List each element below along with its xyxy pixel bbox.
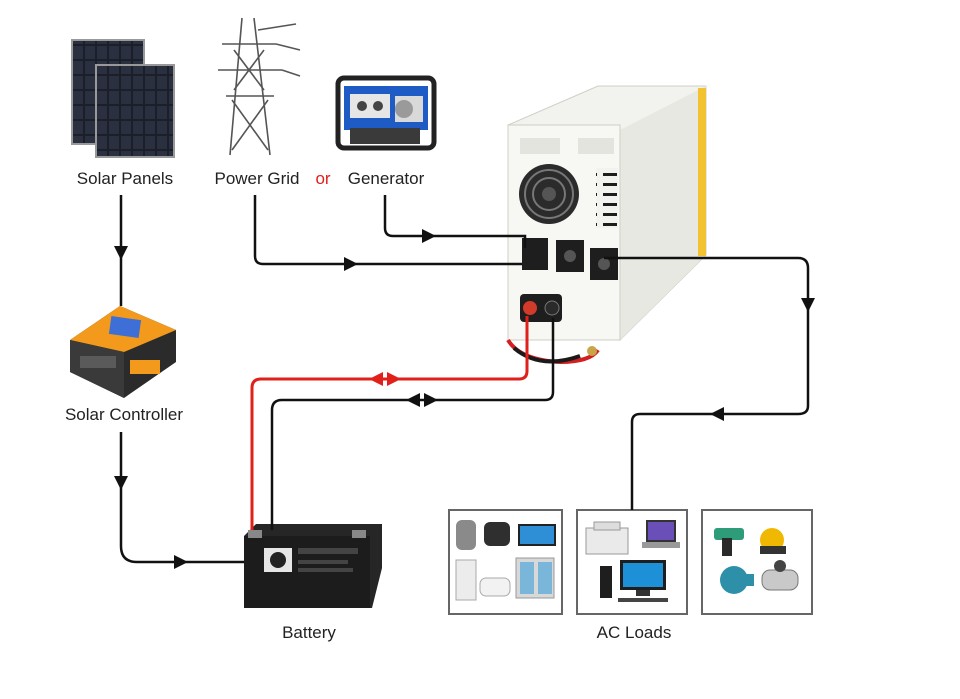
arrow-generator-right bbox=[422, 229, 436, 243]
ac-loads-label: AC Loads bbox=[597, 623, 672, 642]
solar-controller-image bbox=[70, 306, 176, 398]
wire-grid-to-inverter bbox=[253, 195, 522, 266]
wire-generator-to-inverter bbox=[383, 195, 527, 248]
flow-arrows-positive bbox=[369, 372, 401, 386]
arrow-battery-bidir-right bbox=[424, 393, 438, 407]
arrow-loads-left bbox=[710, 407, 724, 421]
or-label: or bbox=[315, 169, 330, 188]
battery-label: Battery bbox=[282, 623, 336, 642]
wire-inverter-to-loads bbox=[604, 256, 810, 510]
arrow-positive-bidir-right bbox=[387, 372, 401, 386]
inverter-image bbox=[506, 85, 707, 365]
power-grid-label: Power Grid bbox=[214, 169, 299, 188]
ac-loads-tools-box bbox=[701, 509, 813, 615]
battery-image bbox=[244, 524, 382, 608]
solar-controller-label: Solar Controller bbox=[65, 405, 183, 424]
ac-loads-office-box bbox=[576, 509, 688, 615]
arrow-to-battery bbox=[174, 555, 188, 569]
arrow-solar-down bbox=[114, 246, 128, 260]
arrow-positive-bidir-left bbox=[369, 372, 383, 386]
arrow-controller-down bbox=[114, 476, 128, 490]
power-grid-tower-image bbox=[218, 17, 301, 156]
wire-battery-negative bbox=[270, 318, 555, 530]
arrow-loads-down bbox=[801, 298, 815, 312]
wire-battery-positive bbox=[250, 316, 529, 530]
arrow-battery-bidir-left bbox=[406, 393, 420, 407]
generator-image bbox=[335, 75, 437, 151]
arrow-grid-right bbox=[344, 257, 358, 271]
solar-panels-label: Solar Panels bbox=[77, 169, 173, 188]
wire-controller-to-battery bbox=[119, 432, 244, 564]
flow-arrows bbox=[114, 229, 815, 569]
ac-loads-kitchen-box bbox=[448, 509, 563, 615]
solar-panels-image bbox=[71, 39, 175, 158]
generator-label: Generator bbox=[348, 169, 425, 188]
